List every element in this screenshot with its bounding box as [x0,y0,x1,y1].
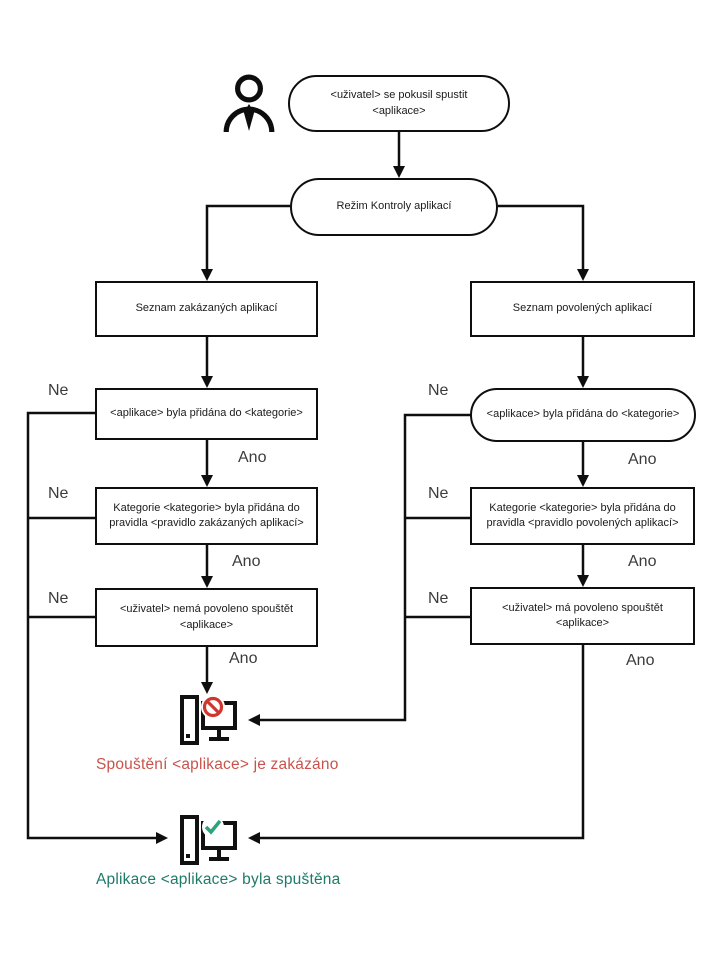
edge-left-no-collector [26,411,156,840]
node-control-mode-label: Režim Kontroly aplikací [336,200,452,213]
edge-allow4-to-allowed [260,645,585,840]
arrowhead [156,832,168,844]
label-no-deny-2: Ne [48,485,69,502]
arrowhead [393,166,405,178]
node-denylist: Seznam zakázaných aplikací [95,281,318,337]
computer-allowed-icon [178,813,238,871]
result-allowed-text: Aplikace <aplikace> byla spuštěna [96,871,341,888]
node-category-added-rule-deny: Kategorie <kategorie> byla přidána do pr… [95,487,318,545]
label-yes-deny-1: Ano [238,449,267,466]
node-control-mode: Režim Kontroly aplikací [290,178,498,236]
label-no-deny-3: Ne [48,590,69,607]
arrowhead [201,576,213,588]
label-no-allow-1: Ne [428,382,449,399]
node-user-attempt-label: <uživatel> se pokusil spustit <aplikace> [330,89,468,117]
label-yes-deny-2: Ano [232,553,261,570]
result-denied-text: Spouštění <aplikace> je zakázáno [96,756,339,773]
arrowhead [248,832,260,844]
node-user-not-allowed-label: <uživatel> nemá povoleno spouštět <aplik… [119,603,294,631]
node-allowlist: Seznam povolených aplikací [470,281,695,337]
edge-right-no-collector [260,413,480,722]
person-icon [220,74,278,133]
node-allowlist-label: Seznam povolených aplikací [512,302,653,315]
node-denylist-label: Seznam zakázaných aplikací [135,302,278,315]
arrowhead [201,682,213,694]
arrowhead [577,575,589,587]
check-icon [204,819,222,835]
arrowhead [248,714,260,726]
node-user-allowed: <uživatel> má povoleno spouštět <aplikac… [470,587,695,645]
node-app-added-category-allow-label: <aplikace> byla přidána do <kategorie> [486,408,680,421]
label-no-allow-2: Ne [428,485,449,502]
node-category-added-rule-deny-label: Kategorie <kategorie> byla přidána do pr… [109,501,304,529]
arrowhead [201,475,213,487]
no-entry-icon [202,696,224,718]
label-yes-allow-3: Ano [626,652,655,669]
label-no-deny-1: Ne [48,382,69,399]
arrowhead [577,376,589,388]
edge-mode-to-allowlist [498,204,585,269]
arrowhead [201,269,213,281]
node-user-attempt: <uživatel> se pokusil spustit <aplikace> [288,75,510,132]
node-category-added-rule-allow-label: Kategorie <kategorie> byla přidána do pr… [486,501,679,529]
label-yes-allow-2: Ano [628,553,657,570]
label-yes-allow-1: Ano [628,451,657,468]
label-yes-deny-3: Ano [229,650,258,667]
edge-mode-to-denylist [205,204,290,269]
node-app-added-category-allow: <aplikace> byla přidána do <kategorie> [470,388,696,442]
node-app-added-category-deny: <aplikace> byla přidána do <kategorie> [95,388,318,440]
node-app-added-category-deny-label: <aplikace> byla přidána do <kategorie> [110,407,303,420]
arrowhead [201,376,213,388]
node-user-not-allowed: <uživatel> nemá povoleno spouštět <aplik… [95,588,318,647]
arrowhead [577,475,589,487]
arrowhead [577,269,589,281]
node-user-allowed-label: <uživatel> má povoleno spouštět <aplikac… [502,601,663,629]
label-no-allow-3: Ne [428,590,449,607]
node-category-added-rule-allow: Kategorie <kategorie> byla přidána do pr… [470,487,695,545]
computer-blocked-icon [178,693,238,751]
